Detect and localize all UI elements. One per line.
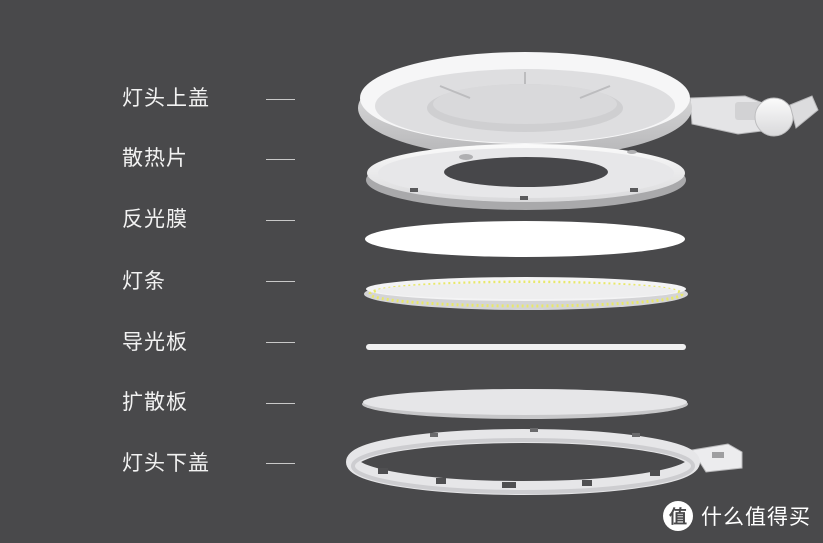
label-top-cover: 灯头上盖 bbox=[122, 86, 210, 110]
watermark-text: 什么值得买 bbox=[701, 505, 811, 529]
diffuser-plate-part bbox=[362, 389, 688, 419]
light-guide-plate-part bbox=[366, 344, 686, 350]
label-diffuser-plate: 扩散板 bbox=[122, 390, 188, 414]
watermark: 值 什么值得买 bbox=[663, 501, 811, 531]
leader-line-top-cover bbox=[266, 99, 295, 100]
arm-extension bbox=[789, 95, 819, 129]
leader-line-bottom-cover bbox=[266, 463, 295, 464]
reflective-film-part bbox=[365, 221, 685, 257]
label-reflective-film: 反光膜 bbox=[122, 207, 188, 231]
led-dots bbox=[368, 280, 684, 308]
leader-line-diffuser-plate bbox=[266, 403, 295, 404]
label-led-strip: 灯条 bbox=[122, 269, 166, 293]
light-guide-plate bbox=[366, 344, 686, 350]
label-heat-sink: 散热片 bbox=[122, 146, 188, 170]
led-strip-part bbox=[364, 277, 688, 310]
bottom-cover-part bbox=[346, 428, 743, 495]
top-cover-part bbox=[358, 52, 819, 158]
leader-line-led-strip bbox=[266, 281, 295, 282]
diffuser-plate-disc bbox=[363, 389, 687, 415]
bottom-cover-ring bbox=[346, 429, 700, 495]
label-bottom-cover: 灯头下盖 bbox=[122, 451, 210, 475]
leader-line-heat-sink bbox=[266, 159, 295, 160]
leader-line-reflective-film bbox=[266, 220, 295, 221]
leader-line-light-guide-plate bbox=[266, 342, 295, 343]
reflective-film-disc bbox=[365, 221, 685, 257]
heat-sink-center-hole bbox=[444, 157, 608, 187]
heat-sink-part bbox=[366, 144, 686, 210]
arm-joint-ball bbox=[754, 97, 794, 137]
label-light-guide-plate: 导光板 bbox=[122, 330, 188, 354]
watermark-logo: 值 bbox=[663, 501, 693, 531]
